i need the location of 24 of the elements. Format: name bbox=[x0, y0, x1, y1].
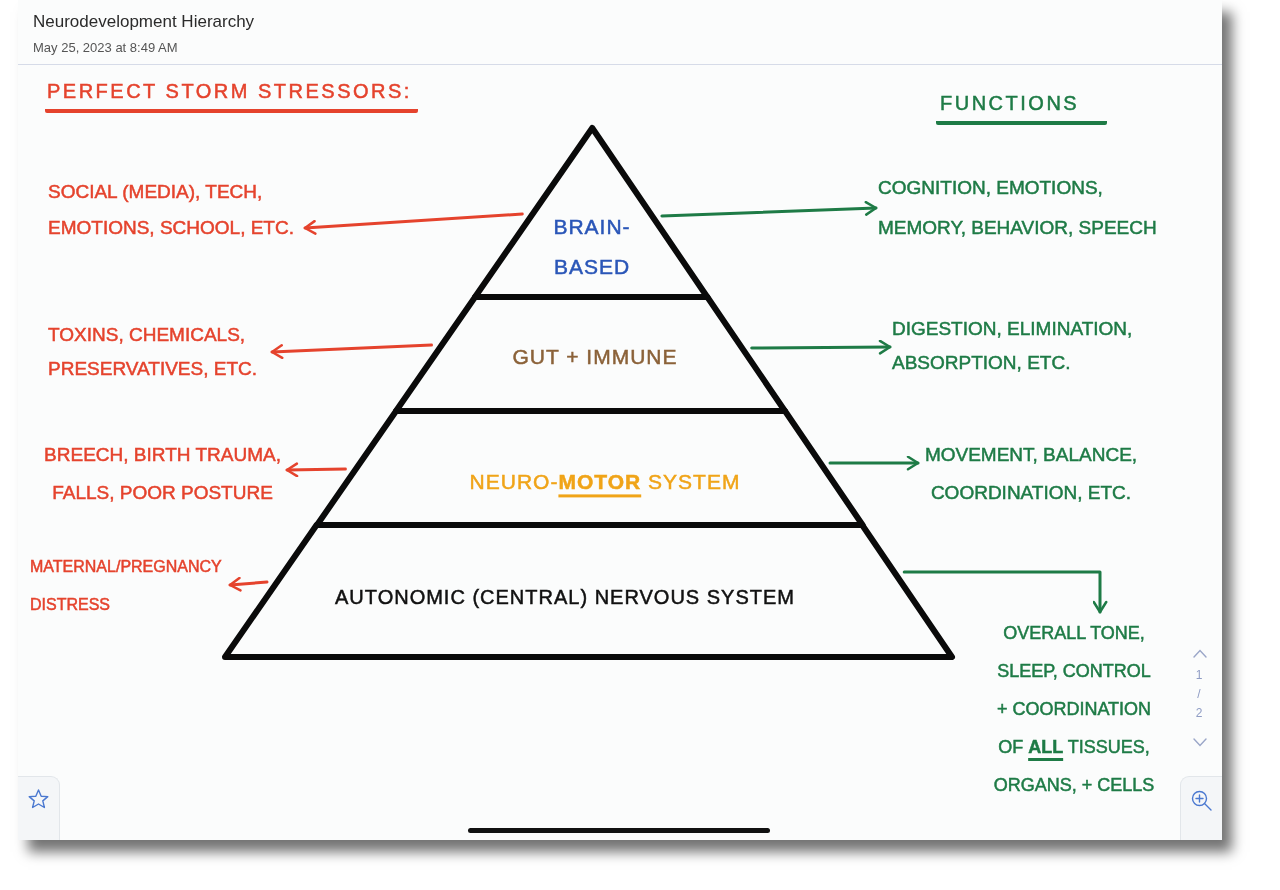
arrow bbox=[228, 576, 269, 592]
function-note: MOVEMENT, BALANCE, COORDINATION, ETC. bbox=[923, 443, 1139, 505]
arrow bbox=[828, 455, 920, 471]
page-title: Neurodevelopment Hierarchy bbox=[33, 12, 255, 32]
section-heading: FUNCTIONS bbox=[936, 92, 1108, 125]
function-note: OVERALL TONE, SLEEP, CONTROL + COORDINATION OF ALL TISSUES, ORGANS, + CELLS bbox=[992, 622, 1156, 797]
tier-label: NEURO-MOTOR SYSTEM bbox=[469, 469, 741, 495]
stressor-note: BREECH, BIRTH TRAUMA, FALLS, POOR POSTURE bbox=[43, 443, 282, 505]
stressor-note: SOCIAL (MEDIA), TECH, EMOTIONS, SCHOOL, ETC. bbox=[48, 180, 295, 240]
tier-label: AUTONOMIC (CENTRAL) NERVOUS SYSTEM bbox=[335, 585, 795, 609]
function-note: DIGESTION, ELIMINATION, ABSORPTION, ETC. bbox=[892, 317, 1134, 375]
arrow bbox=[285, 462, 347, 478]
stressor-note: TOXINS, CHEMICALS, PRESERVATIVES, ETC. bbox=[48, 323, 259, 381]
arrow bbox=[750, 339, 892, 355]
stressor-note: MATERNAL/PREGNANCY DISTRESS bbox=[30, 557, 223, 615]
function-note: COGNITION, EMOTIONS, MEMORY, BEHAVIOR, SPEECH bbox=[878, 176, 1158, 240]
arrow bbox=[902, 570, 1108, 614]
arrow bbox=[303, 212, 524, 235]
page-indicator: 1/2 bbox=[1195, 667, 1203, 722]
timestamp: May 25, 2023 at 8:49 AM bbox=[33, 40, 178, 55]
tier-label: GUT + IMMUNE bbox=[512, 344, 678, 370]
section-heading: PERFECT STORM STRESSORS: bbox=[45, 80, 418, 113]
tier-label: BRAIN-BASED bbox=[552, 214, 632, 280]
arrow bbox=[660, 200, 878, 218]
